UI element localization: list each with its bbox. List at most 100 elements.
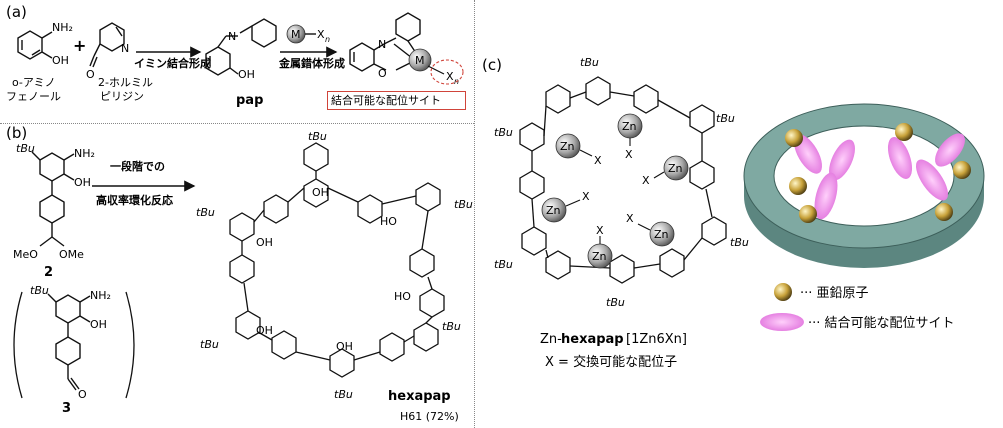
formylpyridine-o: O (86, 68, 95, 81)
compound-3-label: 3 (62, 401, 71, 416)
imine-step-label: イミン結合形成 (134, 56, 211, 70)
compound-3-structure (47, 293, 91, 391)
cmpd3-oh: OH (90, 318, 107, 331)
hexapap-ho-1: HO (380, 215, 397, 228)
aminophenol-label-1: o-アミノ (12, 76, 56, 89)
zn-tbu-1: tBu (580, 56, 599, 69)
zn-x-1: X (625, 148, 633, 161)
formylpyridine-n: N (121, 42, 129, 55)
pap-structure (205, 18, 277, 76)
zn-tbu-2: tBu (716, 112, 735, 125)
zn-label-4: Zn (546, 204, 561, 217)
hexapap-tbu-4: tBu (442, 320, 461, 333)
coordination-site-box (327, 91, 466, 110)
panel-label-a: (a) (6, 3, 27, 21)
aminophenol-oh: OH (52, 54, 69, 67)
zn-tbu-4: tBu (730, 236, 749, 249)
zn-sphere-4 (541, 197, 567, 223)
cyclization-label-2: 高収率環化反応 (96, 193, 173, 207)
zn-x-3: X (642, 174, 650, 187)
hexapap-ho-2: HO (394, 290, 411, 303)
hexapap-tbu-6: tBu (334, 388, 353, 401)
zn-sphere-2 (555, 133, 581, 159)
cyclization-label-1: 一段階での (110, 159, 165, 173)
zn-x-bonds (565, 138, 665, 244)
left-paren (13, 291, 23, 399)
panel-label-c: (c) (482, 56, 502, 74)
zn-x-4: X (582, 190, 590, 203)
ring-sites (794, 133, 965, 220)
zn-hexapap-name: hexapap (561, 332, 624, 347)
x-definition: X = 交換可能な配位子 (545, 354, 677, 370)
compound-2-label: 2 (44, 265, 53, 280)
pap-label: pap (236, 93, 263, 108)
hexapap-tbu-3: tBu (196, 206, 215, 219)
hexapap-tbu-1: tBu (308, 130, 327, 143)
complex-n1: N (378, 38, 386, 51)
zn-label-6: Zn (592, 250, 607, 263)
complex-x-bond (427, 65, 445, 75)
zn-x-2: X (594, 154, 602, 167)
formylpyridine-structure (89, 22, 125, 68)
zn-tbu-6: tBu (606, 296, 625, 309)
aminophenol-structure (17, 30, 53, 60)
right-paren (125, 291, 135, 399)
zn-hexapap-prefix: Zn- (540, 332, 562, 347)
cmpd2-ome: OMe (59, 248, 84, 261)
metal-reagent-m: M (291, 28, 301, 41)
pap-oh: OH (238, 68, 255, 81)
complex-o: O (378, 67, 387, 80)
formylpyridine-label-2: ピリジン (100, 90, 144, 103)
zn-sphere-3 (663, 155, 689, 181)
zn-label-1: Zn (622, 120, 637, 133)
cmpd2-meo: MeO (13, 248, 38, 261)
legend-zinc-text: ··· 亜鉛原子 (800, 286, 869, 301)
zn-label-3: Zn (668, 162, 683, 175)
cmpd2-oh: OH (74, 176, 91, 189)
panel-divider-horizontal (0, 123, 474, 124)
zn-label-5: Zn (654, 228, 669, 241)
zn-hexapap-formula: [1Zn6Xn] (626, 332, 687, 347)
hexapap-structure (229, 142, 445, 378)
metal-reagent-x: X (317, 28, 325, 41)
hexapap-oh-4: OH (336, 340, 353, 353)
panel-divider-vertical (474, 0, 475, 428)
formylpyridine-label-1: 2-ホルミル (98, 76, 153, 89)
pap-n: N (228, 30, 236, 43)
zn-tbu-3: tBu (494, 126, 513, 139)
plus-sign: + (73, 36, 86, 55)
hexapap-label: hexapap (388, 389, 451, 404)
complex-step-label: 金属錯体形成 (278, 56, 345, 70)
zn-sphere-5 (649, 221, 675, 247)
cmpd3-o: O (78, 388, 87, 401)
hexapap-oh-1: OH (312, 186, 329, 199)
metal-reagent-xn-sub: n (325, 35, 330, 44)
legend-zinc-icon (774, 283, 792, 301)
panel-label-b: (b) (6, 124, 27, 142)
ring-zinc-atoms (785, 123, 971, 223)
cmpd3-tbu: tBu (30, 284, 49, 297)
cmpd2-nh2: NH₂ (74, 147, 95, 160)
cmpd2-tbu: tBu (16, 142, 35, 155)
zn-x-5: X (626, 212, 634, 225)
hexapap-oh-2: OH (256, 236, 273, 249)
hexapap-oh-3: OH (256, 324, 273, 337)
aminophenol-nh2: NH₂ (52, 21, 73, 34)
zn-hexapap-structure (519, 76, 727, 284)
metal-complex-structure (349, 12, 421, 72)
zn-tbu-5: tBu (494, 258, 513, 271)
legend-site-text: ··· 結合可能な配位サイト (808, 316, 955, 331)
zn-x-6: X (596, 224, 604, 237)
hexapap-tbu-5: tBu (200, 338, 219, 351)
metal-sphere-complex (408, 48, 432, 72)
compound-2-structure (31, 151, 75, 247)
zn-label-2: Zn (560, 140, 575, 153)
hexapap-tbu-2: tBu (454, 198, 473, 211)
coordination-site-text: 結合可能な配位サイト (331, 93, 441, 107)
complex-metal-m: M (415, 54, 425, 67)
cmpd3-nh2: NH₂ (90, 289, 111, 302)
aminophenol-label-2: フェノール (6, 90, 61, 103)
site-highlight-circle (430, 59, 464, 85)
complex-x: X (446, 70, 454, 83)
